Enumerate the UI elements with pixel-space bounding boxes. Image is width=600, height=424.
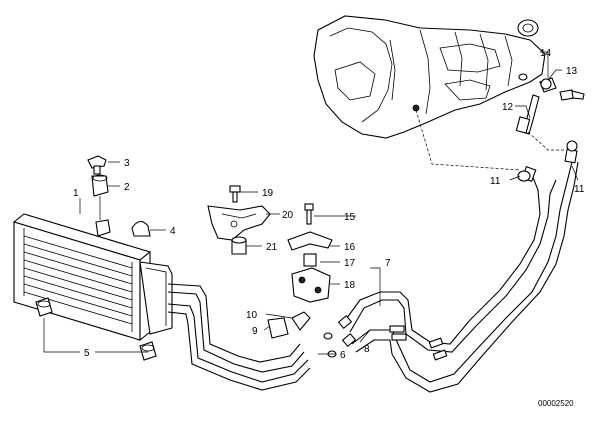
callout-16: 16 [344, 242, 356, 253]
bracket-16 [287, 231, 333, 251]
callout-6: 6 [340, 350, 346, 361]
bolt-19 [229, 185, 241, 203]
callout-2: 2 [124, 182, 130, 193]
fitting-hardware-12-14 [515, 73, 585, 135]
transmission-housing [313, 15, 546, 139]
callout-5: 5 [84, 348, 90, 359]
bolt-15 [304, 203, 314, 225]
callout-7: 7 [385, 258, 391, 269]
callout-17: 17 [344, 258, 356, 269]
callout-12: 12 [502, 102, 514, 113]
drawing-number: 00002520 [538, 399, 574, 408]
callout-21: 21 [266, 242, 278, 253]
seal-10 [291, 311, 311, 331]
callout-20: 20 [282, 210, 294, 221]
callout-15: 15 [344, 212, 356, 223]
lower-mount-5-left [35, 297, 53, 317]
callout-1: 1 [73, 188, 79, 199]
callout-3: 3 [124, 158, 130, 169]
callout-18: 18 [344, 280, 356, 291]
callout-11-left: 11 [490, 176, 501, 187]
oil-lines [167, 140, 579, 393]
clamp-18 [291, 267, 331, 303]
connection-dash-right [527, 131, 566, 151]
seal-rings-6 [323, 332, 337, 358]
bracket-20 [207, 205, 271, 241]
callout-14: 14 [540, 48, 552, 59]
grommet-21 [231, 236, 247, 255]
callout-8: 8 [364, 344, 370, 355]
spacer-17 [303, 253, 317, 267]
mount-parts-2-3 [87, 155, 109, 220]
callout-19: 19 [262, 188, 274, 199]
callout-13: 13 [566, 66, 578, 77]
lower-mount-5-right [139, 341, 157, 361]
connection-dash [415, 109, 521, 171]
clip-9 [267, 317, 289, 339]
callout-10: 10 [246, 310, 258, 321]
leader-lines [43, 51, 579, 355]
callout-4: 4 [170, 226, 176, 237]
callout-labels: 1 2 3 4 5 6 7 8 9 10 11 11 12 13 14 15 1… [73, 48, 585, 361]
rubber-mount-4 [131, 220, 151, 237]
callout-11-right: 11 [574, 184, 585, 195]
callout-9: 9 [252, 326, 258, 337]
